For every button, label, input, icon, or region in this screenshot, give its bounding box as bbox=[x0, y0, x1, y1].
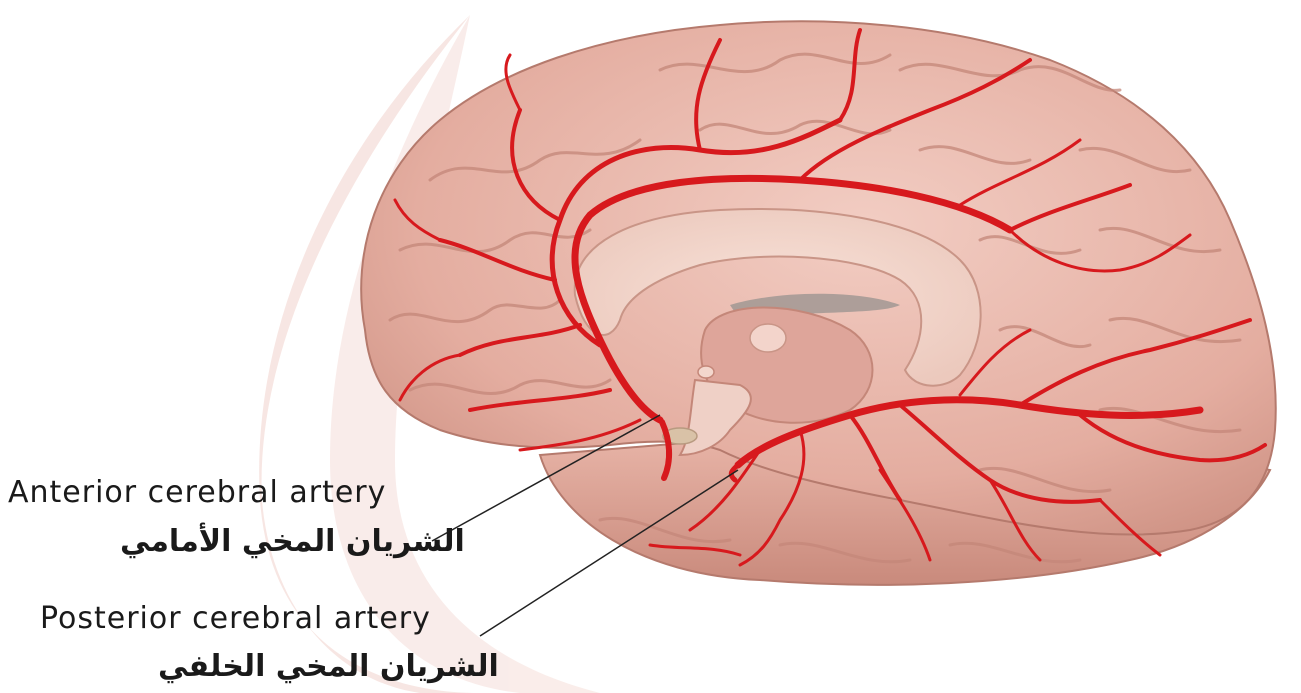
cerebral-hemisphere bbox=[361, 21, 1276, 534]
posterior-cerebral-artery-label-ar: الشريان المخي الخلفي bbox=[158, 652, 499, 682]
mammillary-body bbox=[698, 366, 714, 378]
interthalamic-adhesion bbox=[750, 324, 786, 352]
posterior-cerebral-artery-label-en: Posterior cerebral artery bbox=[40, 604, 431, 634]
anterior-cerebral-artery-label-en: Anterior cerebral artery bbox=[8, 478, 386, 508]
anterior-cerebral-artery-label-ar: الشريان المخي الأمامي bbox=[120, 527, 465, 557]
